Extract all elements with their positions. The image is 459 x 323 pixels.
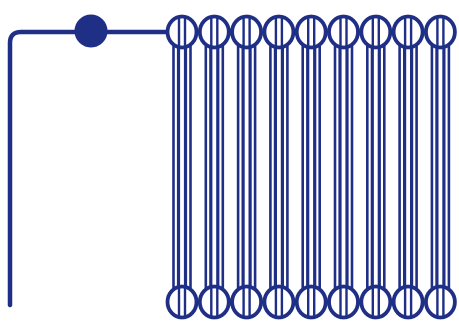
bottom-head-icon <box>297 287 326 318</box>
head-ring <box>426 287 455 318</box>
head-ring <box>297 17 326 48</box>
head-ring <box>264 17 293 48</box>
top-head-icon <box>361 17 390 48</box>
top-head-icon <box>168 17 197 48</box>
head-ring <box>200 17 229 48</box>
bottom-head-icon <box>168 287 197 318</box>
membrane-column <box>329 17 358 318</box>
feed-line-group <box>10 15 165 305</box>
membrane-column <box>426 17 455 318</box>
head-ring <box>264 287 293 318</box>
head-ring <box>200 287 229 318</box>
bottom-head-icon <box>394 287 423 318</box>
top-head-icon <box>264 17 293 48</box>
bottom-head-icon <box>426 287 455 318</box>
head-ring <box>361 287 390 318</box>
top-head-icon <box>232 17 261 48</box>
feed-line <box>10 32 165 305</box>
membrane-column <box>394 17 423 318</box>
bottom-head-icon <box>232 287 261 318</box>
head-ring <box>394 287 423 318</box>
membrane-column <box>168 17 197 318</box>
top-head-icon <box>329 17 358 48</box>
head-ring <box>297 287 326 318</box>
bottom-head-icon <box>264 287 293 318</box>
head-ring <box>394 17 423 48</box>
head-ring <box>329 287 358 318</box>
bottom-head-icon <box>200 287 229 318</box>
top-head-icon <box>297 17 326 48</box>
bottom-head-icon <box>361 287 390 318</box>
head-ring <box>168 287 197 318</box>
top-head-icon <box>200 17 229 48</box>
column-group <box>168 17 455 318</box>
head-ring <box>168 17 197 48</box>
top-head-icon <box>394 17 423 48</box>
bottom-head-icon <box>329 287 358 318</box>
head-ring <box>426 17 455 48</box>
head-ring <box>329 17 358 48</box>
head-ring <box>232 17 261 48</box>
top-head-icon <box>426 17 455 48</box>
feed-dot-icon <box>75 15 107 47</box>
membrane-column <box>361 17 390 318</box>
head-ring <box>361 17 390 48</box>
membrane-column <box>200 17 229 318</box>
membrane-column <box>264 17 293 318</box>
membrane-column <box>297 17 326 318</box>
membrane-column <box>232 17 261 318</box>
head-ring <box>232 287 261 318</box>
